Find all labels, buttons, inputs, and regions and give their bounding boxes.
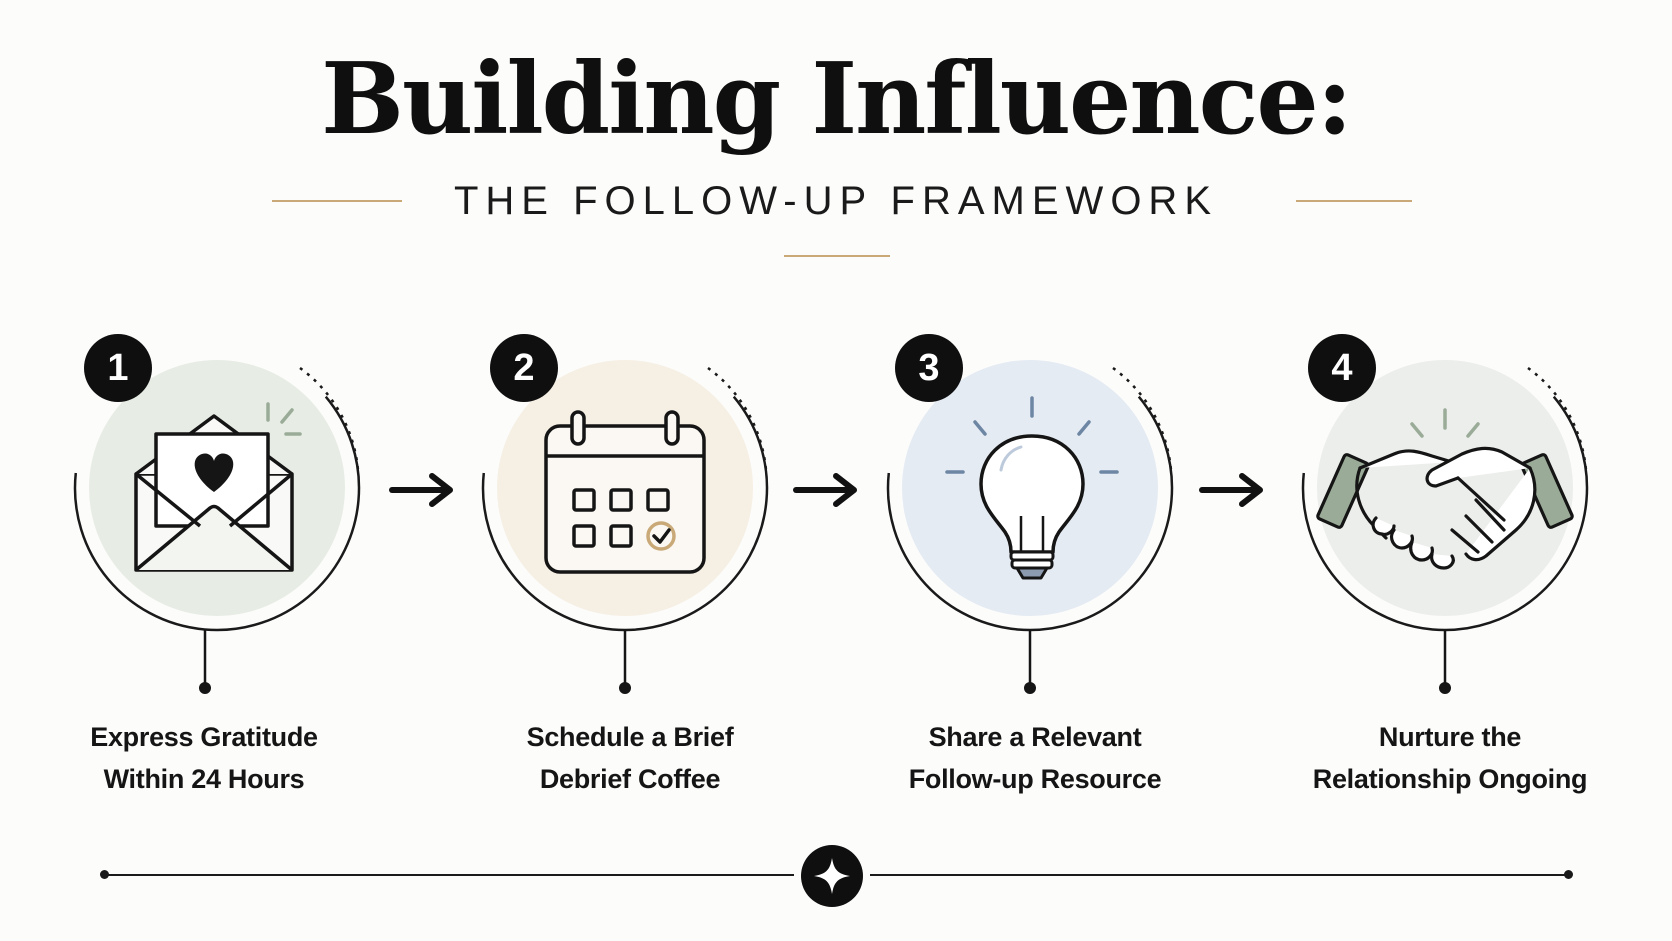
step-1-label: Express Gratitude Within 24 Hours xyxy=(14,716,394,800)
step-2-number-badge: 2 xyxy=(490,334,558,402)
envelope-heart-icon xyxy=(134,402,302,572)
handshake-icon xyxy=(1316,408,1574,570)
footer-divider-right xyxy=(870,874,1566,876)
step-1-connector xyxy=(199,630,211,694)
step-3: 3 Share a Relevant Follow-up Resource xyxy=(875,330,1195,810)
footer-dot-right xyxy=(1564,870,1573,879)
subtitle-rule-right xyxy=(1296,200,1412,202)
step-3-label-line-2: Follow-up Resource xyxy=(908,764,1162,794)
step-4: 4 Nurture the Relationship O xyxy=(1290,330,1610,810)
footer-divider-left xyxy=(104,874,794,876)
step-4-circle xyxy=(1301,344,1589,632)
arrow-right-icon xyxy=(793,473,857,507)
step-2-label-line-2: Debrief Coffee xyxy=(539,764,721,794)
page-title: Building Influence: xyxy=(321,42,1353,157)
arrow-right-icon xyxy=(1199,473,1263,507)
page-subtitle: THE FOLLOW-UP FRAMEWORK xyxy=(453,179,1218,223)
step-3-number-badge: 3 xyxy=(895,334,963,402)
step-1-number-badge: 1 xyxy=(84,334,152,402)
step-1-label-line-2: Within 24 Hours xyxy=(103,764,305,794)
step-3-label: Share a Relevant Follow-up Resource xyxy=(845,716,1225,800)
subtitle-row: THE FOLLOW-UP FRAMEWORK xyxy=(0,176,1672,226)
lightbulb-icon xyxy=(945,396,1119,580)
arrow-right-icon xyxy=(389,473,453,507)
subtitle-rule-left xyxy=(272,200,402,202)
step-2-connector xyxy=(619,630,631,694)
step-3-connector xyxy=(1024,630,1036,694)
step-1-label-line-1: Express Gratitude xyxy=(90,722,318,752)
sparkle-star-icon xyxy=(801,845,863,907)
step-4-label-line-1: Nurture the xyxy=(1378,722,1522,752)
step-4-label-line-2: Relationship Ongoing xyxy=(1312,764,1588,794)
step-2-label: Schedule a Brief Debrief Coffee xyxy=(440,716,820,800)
step-2: 2 Schedule a Brief Debrief Coffee xyxy=(470,330,790,810)
calendar-check-icon xyxy=(544,410,706,574)
step-2-label-line-1: Schedule a Brief xyxy=(526,722,734,752)
step-4-number-badge: 4 xyxy=(1308,334,1376,402)
step-1: 1 Express Gratitude Within 24 Hours xyxy=(60,330,380,810)
step-3-label-line-1: Share a Relevant xyxy=(928,722,1142,752)
step-4-connector xyxy=(1439,630,1451,694)
title-underline xyxy=(784,255,890,257)
step-4-label: Nurture the Relationship Ongoing xyxy=(1260,716,1640,800)
